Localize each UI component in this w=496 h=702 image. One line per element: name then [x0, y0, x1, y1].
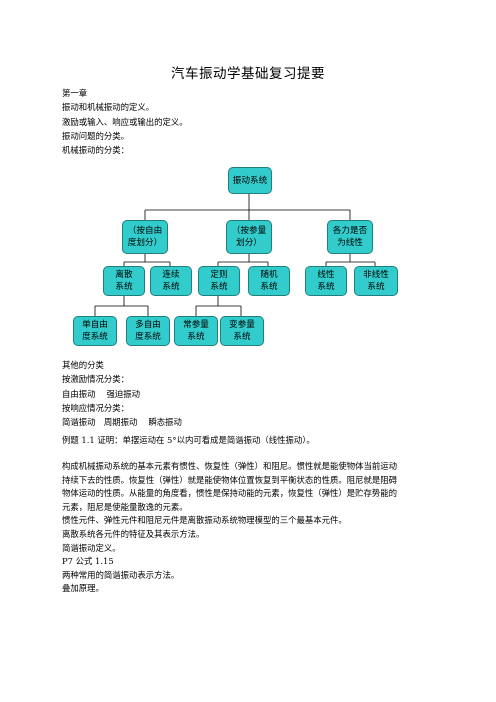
node-by-parameter: （按参量 划分） [226, 220, 272, 254]
body-paragraph: 构成机械振动系统的基本元素有惯性、恢复性（弹性）和阻尼。惯性就是能使物体当前运动… [62, 460, 438, 596]
node-single-dof-system: 单自由 度系统 [73, 316, 117, 346]
node-continuous-system: 连续 系统 [150, 266, 192, 296]
text-line: 简谐振动定义。 [62, 542, 121, 553]
text-line: 按激励情况分类： [62, 374, 129, 385]
text-line: 叠加原理。 [62, 583, 104, 594]
node-by-linearity: 各力是否 为线性 [327, 220, 373, 254]
node-nonlinear-system: 非线性 系统 [354, 266, 398, 296]
node-variable-parameter-system: 变参量 系统 [220, 316, 264, 346]
text-line: P7 公式 1.15 [62, 556, 114, 567]
intro-list: 第一章 振动和机械振动的定义。 激励或输入、响应或输出的定义。 振动问题的分类。… [62, 86, 188, 157]
node-constant-parameter-system: 常参量 系统 [174, 316, 218, 346]
text-line: 元素，阻尼是使能量散逸的元素。 [62, 501, 188, 512]
text-line: 持续下去的性质。恢复性（弹性）就是能使物体位置恢复到平衡状态的性质。阻尼就是阻碍 [62, 474, 397, 485]
intro-line: 振动问题的分类。 [62, 130, 129, 141]
text-line: 惯性元件、弹性元件和阻尼元件是离散振动系统物理模型的三个最基本元件。 [62, 515, 347, 526]
node-multi-dof-system: 多自由 度系统 [126, 316, 170, 346]
text-line: 物体运动的性质。从能量的角度看，惯性是保持动能的元素，恢复性（弹性）是贮存势能的 [62, 488, 397, 499]
text-line: 其他的分类 [62, 360, 104, 370]
text-line: 离散系统各元件的特征及其表示方法。 [62, 528, 205, 539]
node-vibration-system: 振动系统 [228, 167, 272, 194]
other-classification: 其他的分类 按激励情况分类： 自由振动 强迫振动 按响应情况分类： 简谐振动 周… [62, 358, 182, 429]
intro-line: 激励或输入、响应或输出的定义。 [62, 116, 188, 127]
intro-line: 机械振动的分类： [62, 145, 129, 156]
text-line: 构成机械振动系统的基本元素有惯性、恢复性（弹性）和阻尼。惯性就是能使物体当前运动 [62, 461, 397, 471]
node-random-system: 随机 系统 [248, 266, 290, 296]
text-line: 按响应情况分类： [62, 402, 129, 413]
text-line: 自由振动 强迫振动 [62, 388, 141, 399]
chapter-heading: 第一章 [62, 88, 88, 98]
node-discrete-system: 离散 系统 [103, 266, 145, 296]
node-by-dof: （按自由 度划分） [122, 220, 168, 254]
text-line: 两种常用的简谐振动表示方法。 [62, 569, 180, 580]
intro-line: 振动和机械振动的定义。 [62, 102, 155, 113]
node-linear-system: 线性 系统 [305, 266, 347, 296]
page-title: 汽车振动学基础复习提要 [171, 66, 325, 82]
node-deterministic-system: 定则 系统 [198, 266, 240, 296]
example-line: 例题 1.1 证明：单摆运动在 5°以内可看成是简谐振动（线性振动）。 [62, 435, 315, 445]
text-line: 简谐振动 周期振动 瞬态振动 [62, 417, 182, 428]
